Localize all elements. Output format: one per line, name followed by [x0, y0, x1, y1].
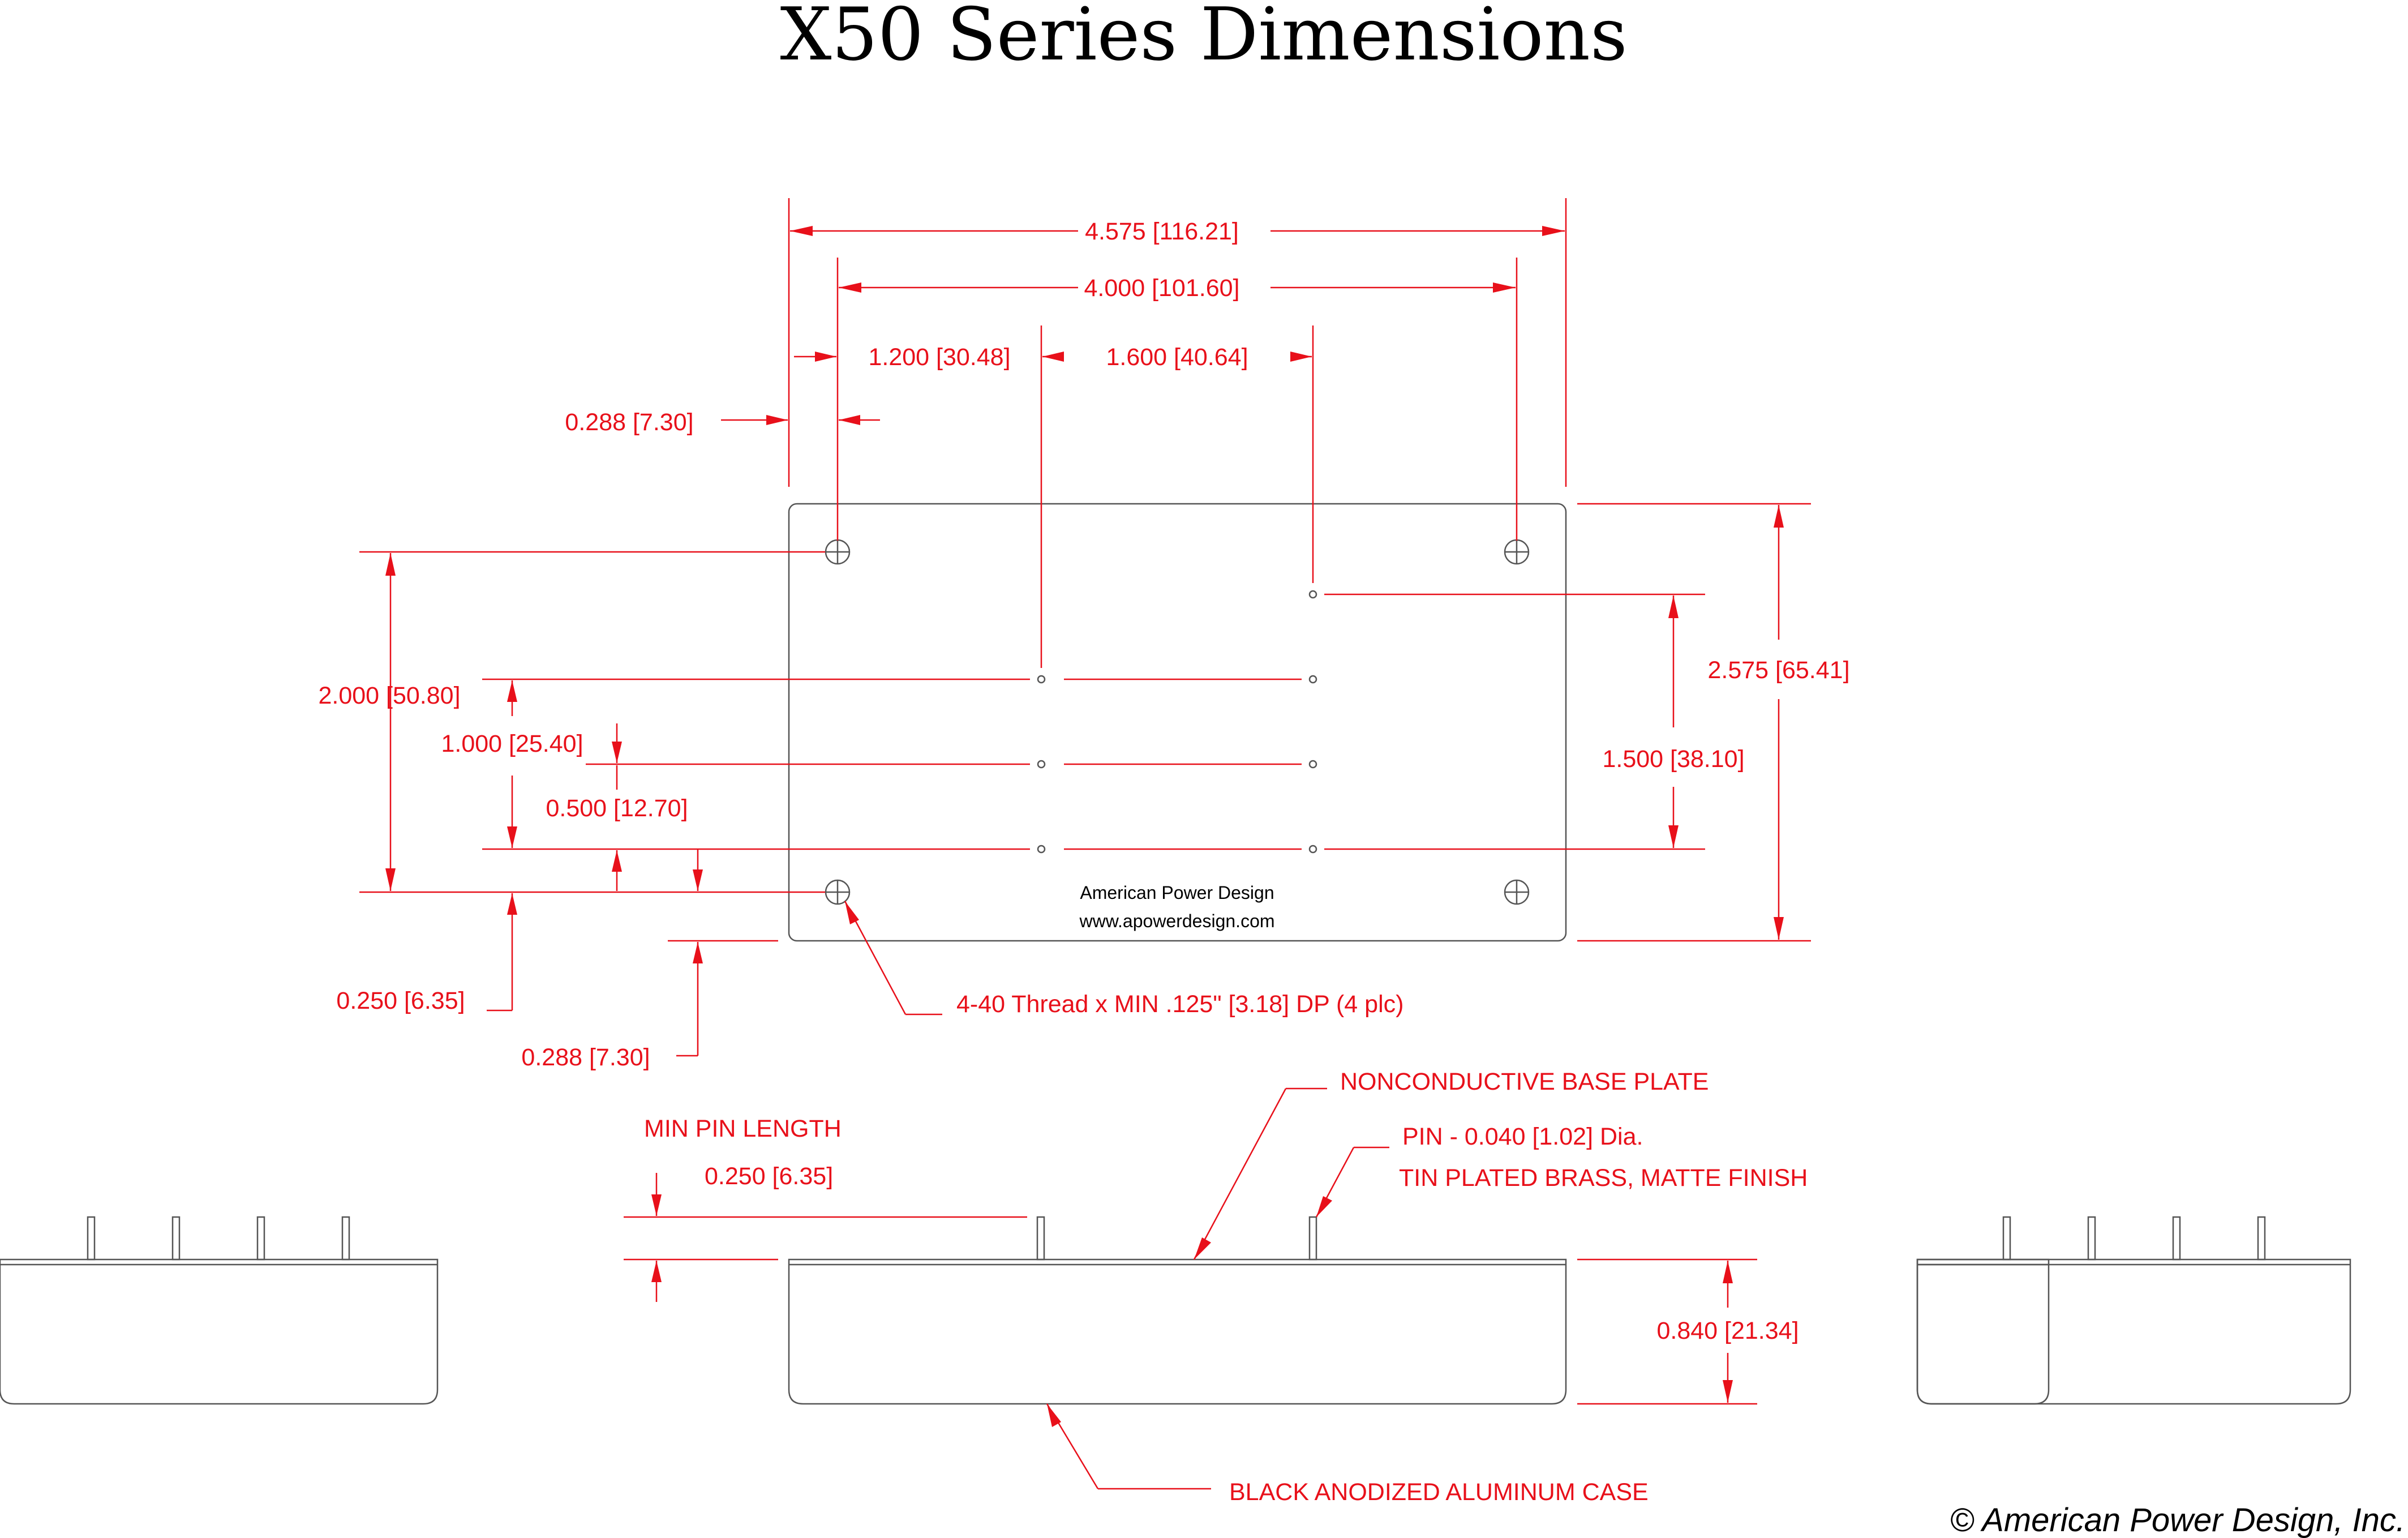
- side-view: MIN PIN LENGTH 0.250 [6.35] NONCONDUCTIV…: [624, 1068, 1808, 1506]
- module-outline-top: [788, 503, 1567, 942]
- pin-dia-note: PIN - 0.040 [1.02] Dia.: [1402, 1123, 1643, 1150]
- mounting-hole: [825, 879, 851, 905]
- dim-pin-row-1: 1.000 [25.40]: [441, 730, 583, 757]
- dim-pin-base-offset: 0.250 [6.35]: [336, 987, 465, 1014]
- pin: [1037, 845, 1046, 854]
- end-view-left: [0, 1216, 439, 1405]
- dim-overall-width: 2.575 [65.41]: [1707, 657, 1849, 684]
- pin: [1308, 845, 1317, 854]
- base-plate-note: NONCONDUCTIVE BASE PLATE: [1340, 1068, 1709, 1095]
- pin-side: [1308, 1216, 1317, 1261]
- logo-company: American Power Design: [1080, 882, 1274, 903]
- pin: [1308, 675, 1317, 684]
- pin: [1037, 675, 1046, 684]
- case-outline-side: [788, 1258, 1567, 1405]
- vertical-dimensions-left: 2.000 [50.80] 1.000 [25.40] 0.500 [12.70…: [318, 551, 1302, 1071]
- dim-hole-edge-offset-x: 0.288 [7.30]: [565, 409, 693, 436]
- mounting-hole: [1504, 879, 1530, 905]
- dim-pin-row-2: 0.500 [12.70]: [546, 795, 688, 822]
- dim-min-pin-length: 0.250 [6.35]: [705, 1163, 833, 1190]
- drawing-title: X50 Series Dimensions: [780, 0, 1627, 77]
- dim-pin-offset-1: 1.200 [30.48]: [868, 344, 1010, 371]
- mounting-hole: [825, 539, 851, 565]
- dim-height: 0.840 [21.34]: [1656, 1317, 1799, 1344]
- thread-note: 4-40 Thread x MIN .125" [3.18] DP (4 plc…: [956, 991, 1403, 1018]
- end-view-right: [1916, 1216, 2351, 1405]
- top-view: American Power Design www.apowerdesign.c…: [788, 503, 1567, 942]
- pin-side: [1036, 1216, 1045, 1261]
- logo-website: www.apowerdesign.com: [1079, 911, 1274, 931]
- thread-callout: 4-40 Thread x MIN .125" [3.18] DP (4 plc…: [844, 901, 1403, 1018]
- horizontal-dimensions: 4.575 [116.21] 4.000 [101.60] 1.200 [30.…: [565, 198, 1567, 668]
- pin-finish-note: TIN PLATED BRASS, MATTE FINISH: [1399, 1164, 1808, 1192]
- copyright: © American Power Design, Inc.: [1950, 1502, 2405, 1538]
- min-pin-length-label: MIN PIN LENGTH: [644, 1115, 842, 1142]
- dim-hole-spacing-length: 4.000 [101.60]: [1084, 275, 1240, 302]
- dim-hole-edge-offset-y: 0.288 [7.30]: [521, 1044, 650, 1071]
- dim-pin-span: 1.500 [38.10]: [1602, 746, 1744, 773]
- dim-pin-offset-2: 1.600 [40.64]: [1106, 344, 1248, 371]
- pin: [1037, 760, 1046, 769]
- dim-hole-spacing-width: 2.000 [50.80]: [318, 682, 460, 709]
- pin: [1308, 590, 1317, 599]
- vertical-dimensions-right: 2.575 [65.41] 1.500 [38.10]: [1324, 503, 1850, 942]
- dim-overall-length: 4.575 [116.21]: [1085, 218, 1239, 245]
- case-note: BLACK ANODIZED ALUMINUM CASE: [1229, 1479, 1649, 1506]
- mounting-hole: [1504, 539, 1530, 565]
- pin: [1308, 760, 1317, 769]
